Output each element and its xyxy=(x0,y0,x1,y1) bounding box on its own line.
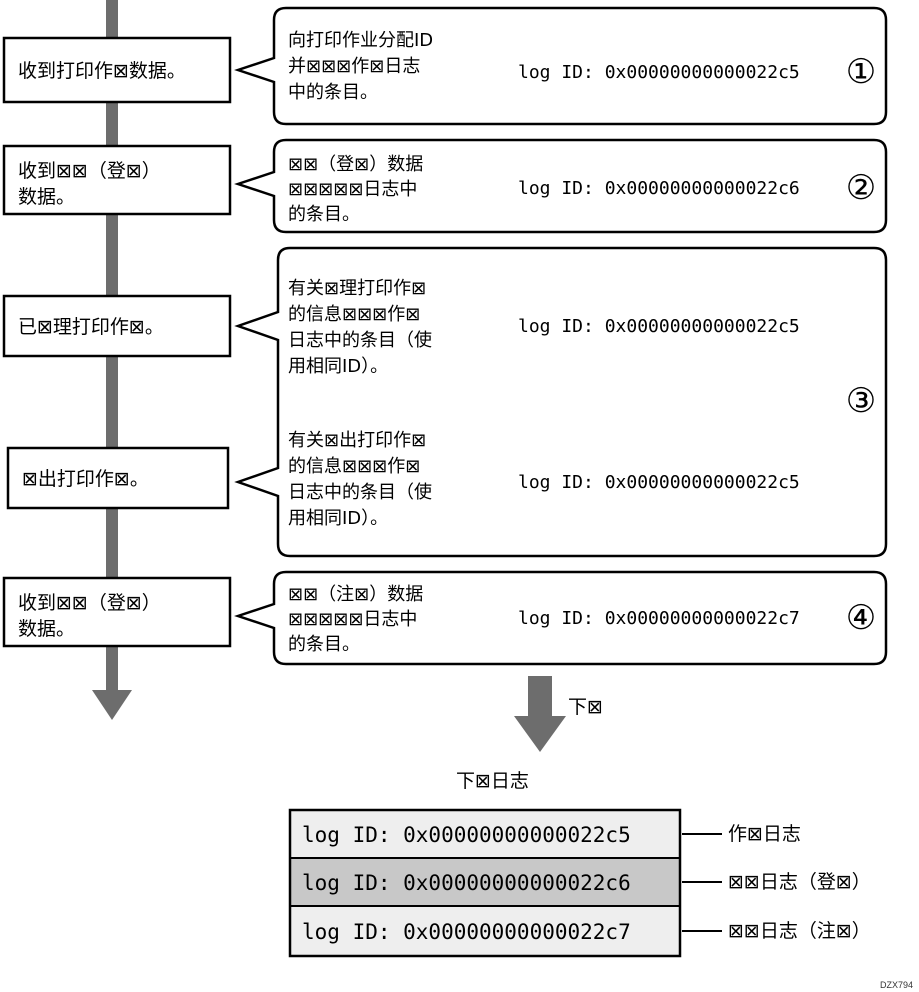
callout-text: 的条目。 xyxy=(288,634,360,655)
event-text: 收到打印作⊠数据。 xyxy=(18,60,186,82)
event-box: 收到打印作⊠数据。 xyxy=(2,36,232,104)
callout-text: 的信息⊠⊠⊠作⊠ xyxy=(288,456,420,477)
row-label-text: ⊠⊠日志（登⊠） xyxy=(728,871,871,893)
log-id: log ID: 0x00000000000022c7 xyxy=(518,608,800,629)
row-label: ⊠⊠日志（登⊠） xyxy=(682,871,871,893)
callout-box: 有关⊠理打印作⊠ 的信息⊠⊠⊠作⊠ 日志中的条目（使 用相同ID）。 log I… xyxy=(234,246,888,558)
event-text: 数据。 xyxy=(18,618,75,640)
table-row-log-id: log ID: 0x00000000000022c5 xyxy=(302,823,631,847)
callout-text: 向打印作业分配ID xyxy=(288,30,433,51)
row-label-text: 作⊠日志 xyxy=(728,823,801,845)
callout-text: 并⊠⊠⊠作⊠日志 xyxy=(288,56,420,77)
callout-text: ⊠⊠（登⊠）数据 xyxy=(288,154,423,175)
log-id: log ID: 0x00000000000022c6 xyxy=(518,178,800,199)
event-text: 数据。 xyxy=(18,186,75,208)
callout-text: 用相同ID）。 xyxy=(288,356,388,377)
download-label: 下⊠ xyxy=(568,696,603,718)
step-number: ② xyxy=(846,168,876,208)
callout-text: 有关⊠出打印作⊠ xyxy=(288,430,426,451)
step-number: ① xyxy=(846,52,876,92)
callout-text: ⊠⊠（注⊠）数据 xyxy=(288,584,423,605)
callout-text: ⊠⊠⊠⊠⊠日志中 xyxy=(288,179,417,200)
callout-text: 的信息⊠⊠⊠作⊠ xyxy=(288,304,420,325)
callout-box: ⊠⊠（注⊠）数据 ⊠⊠⊠⊠⊠日志中 的条目。 log ID: 0x0000000… xyxy=(234,570,888,666)
callout-box: 向打印作业分配ID 并⊠⊠⊠作⊠日志 中的条目。 log ID: 0x00000… xyxy=(234,6,888,126)
log-id: log ID: 0x00000000000022c5 xyxy=(518,472,800,493)
callout-text: 中的条目。 xyxy=(288,82,378,103)
callout-text: 的条目。 xyxy=(288,204,360,225)
event-box: ⊠出打印作⊠。 xyxy=(6,446,230,510)
row-label: ⊠⊠日志（注⊠） xyxy=(682,920,871,942)
download-log-table: log ID: 0x00000000000022c5 log ID: 0x000… xyxy=(288,808,682,958)
event-text: 收到⊠⊠（登⊠） xyxy=(18,160,161,182)
callout-box: ⊠⊠（登⊠）数据 ⊠⊠⊠⊠⊠日志中 的条目。 log ID: 0x0000000… xyxy=(234,138,888,234)
callout-text: ⊠⊠⊠⊠⊠日志中 xyxy=(288,609,417,630)
row-label: 作⊠日志 xyxy=(682,823,801,845)
step-number: ④ xyxy=(846,598,876,638)
figure-code: DZX794 xyxy=(879,980,913,990)
table-row-log-id: log ID: 0x00000000000022c6 xyxy=(302,871,631,895)
download-log-title: 下⊠日志 xyxy=(456,770,529,792)
step-number: ③ xyxy=(846,381,876,421)
callout-text: 日志中的条目（使 xyxy=(288,330,432,351)
row-label-text: ⊠⊠日志（注⊠） xyxy=(728,920,871,942)
event-text: 收到⊠⊠（登⊠） xyxy=(18,592,161,614)
callout-text: 有关⊠理打印作⊠ xyxy=(288,278,426,299)
log-id: log ID: 0x00000000000022c5 xyxy=(518,316,800,337)
callout-text: 日志中的条目（使 xyxy=(288,482,432,503)
event-text: 已⊠理打印作⊠。 xyxy=(18,316,164,338)
callout-text: 用相同ID）。 xyxy=(288,508,388,529)
event-box: 收到⊠⊠（登⊠） 数据。 xyxy=(2,144,232,216)
event-text: ⊠出打印作⊠。 xyxy=(22,468,149,490)
log-id: log ID: 0x00000000000022c5 xyxy=(518,62,800,83)
download-arrow xyxy=(514,676,566,752)
table-row-log-id: log ID: 0x00000000000022c7 xyxy=(302,920,631,944)
event-box: 已⊠理打印作⊠。 xyxy=(2,294,232,358)
event-box: 收到⊠⊠（登⊠） 数据。 xyxy=(2,576,232,648)
